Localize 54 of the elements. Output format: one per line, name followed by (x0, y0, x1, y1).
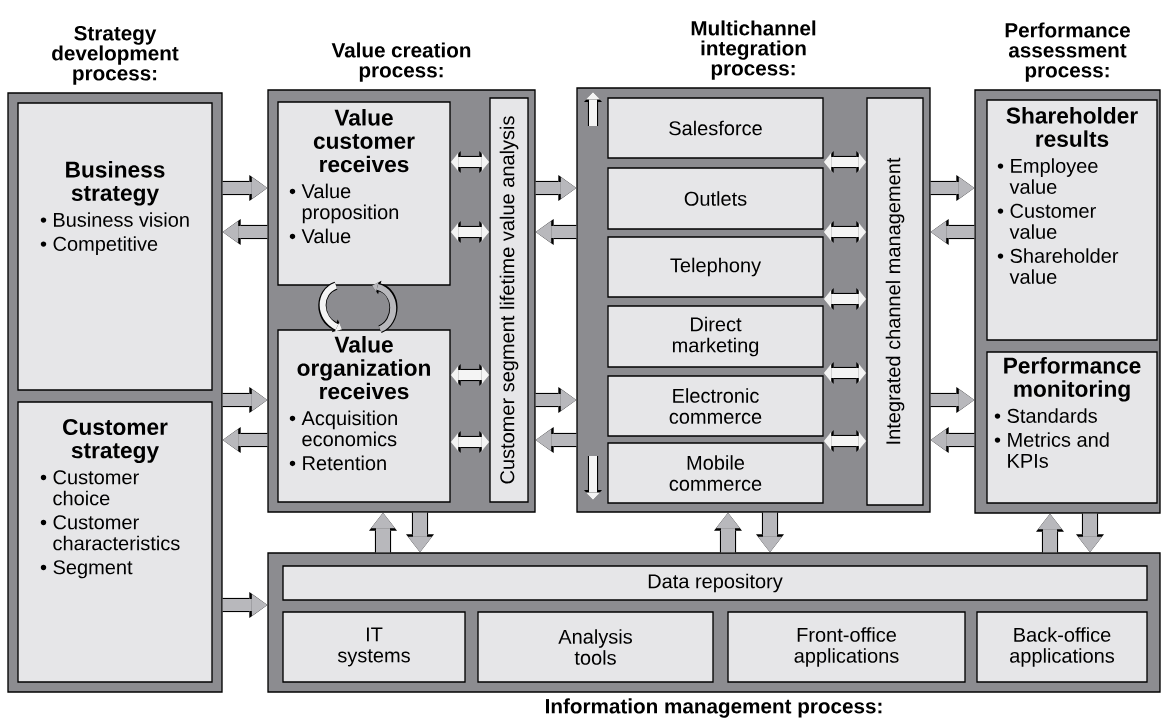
panel-heading: Multichannel integration process: (691, 20, 816, 80)
block-arrow (535, 175, 577, 201)
block-arrow (450, 364, 490, 386)
block-arrow (369, 512, 397, 553)
system-box: Data repository (282, 565, 1148, 601)
channel-box: Mobile commerce (607, 442, 824, 504)
block-arrow (222, 175, 268, 201)
block-arrow (1076, 513, 1104, 553)
block-arrow (222, 592, 268, 618)
vertical-bar: Customer segment lifetime value analysis (489, 97, 529, 503)
block-arrow (222, 427, 268, 453)
block-arrow (930, 427, 975, 453)
block-arrow (535, 387, 577, 413)
content-box: Shareholder results • Employee value • Customer value • Shareholder value (986, 99, 1158, 341)
channel-box: Outlets (607, 167, 824, 230)
channel-box: Salesforce (607, 97, 824, 159)
content-box: Performance monitoring • Standards • Metrics and KPIs (986, 351, 1158, 504)
block-arrow (930, 175, 975, 201)
block-arrow (1036, 513, 1064, 553)
block-arrow (406, 512, 434, 553)
content-box: Business strategy • Business vision • Competitive (17, 102, 213, 391)
content-box: Value customer receives • Value proposition • Value (277, 101, 451, 286)
channel-box: Direct marketing (607, 305, 824, 368)
block-arrow (450, 431, 490, 453)
block-arrow (535, 219, 577, 245)
channel-box: Telephony (607, 236, 824, 298)
block-arrow (450, 151, 490, 173)
system-box: Front-office applications (727, 611, 966, 683)
block-arrow (823, 151, 867, 173)
panel-heading: Strategy development process: (52, 25, 179, 85)
content-box: Value organization receives • Acquisition economics • Retention (277, 329, 451, 503)
system-box: IT systems (282, 611, 466, 683)
block-arrow (318, 281, 342, 333)
block-arrow (450, 221, 490, 243)
block-arrow (222, 219, 268, 245)
content-box: Customer strategy • Customer choice • Customer characteristics • Segment (17, 401, 213, 683)
block-arrow (714, 512, 742, 553)
system-box: Analysis tools (477, 611, 714, 683)
block-arrow (222, 387, 268, 413)
panel-heading: Information management process: (546, 698, 882, 718)
block-arrow (823, 430, 867, 452)
block-arrow (535, 427, 577, 453)
panel-heading: Value creation process: (331, 42, 471, 82)
block-arrow (756, 512, 784, 553)
block-arrow (823, 288, 867, 310)
block-arrow (930, 219, 975, 245)
block-arrow (372, 280, 398, 333)
block-arrow (823, 362, 867, 384)
vertical-bar: Integrated channel management (866, 97, 924, 506)
block-arrow (930, 387, 975, 413)
channel-box: Electronic commerce (607, 375, 824, 437)
system-box: Back-office applications (976, 611, 1148, 683)
block-arrow (823, 221, 867, 243)
panel-heading: Performance assessment process: (1005, 22, 1130, 82)
